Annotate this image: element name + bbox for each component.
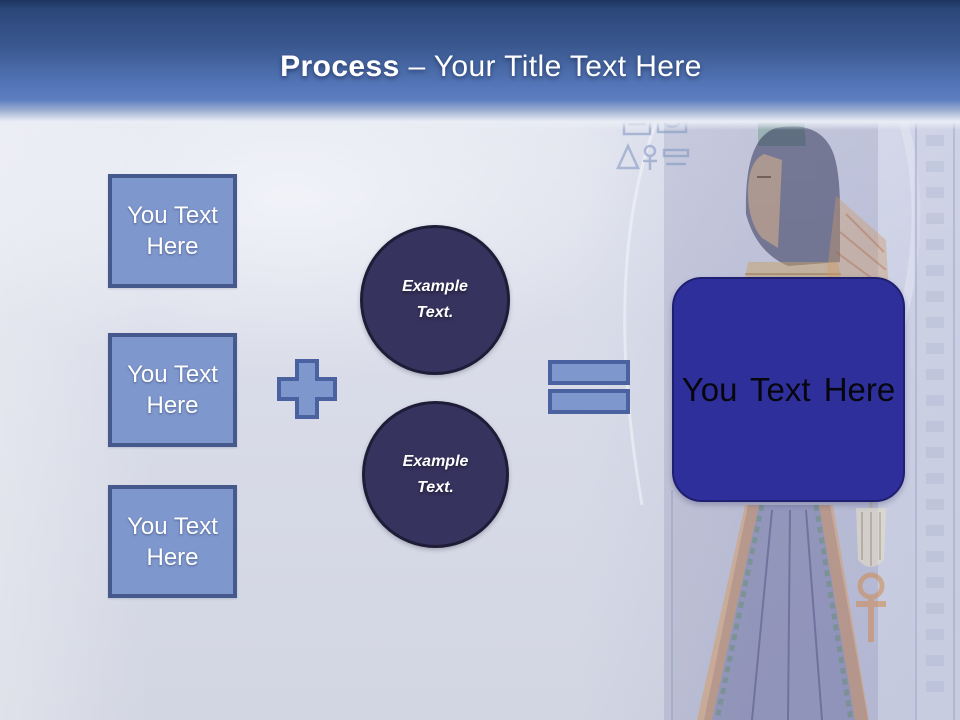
equals-icon — [548, 360, 630, 419]
process-box-3-label: You Text Here — [127, 512, 218, 571]
title-bar: Process – Your Title Text Here — [0, 0, 960, 100]
example-circle-2: Example Text. — [362, 401, 509, 548]
process-box-1-label: You Text Here — [127, 202, 218, 260]
example-circle-1-label: Example Text. — [402, 278, 468, 321]
result-box-label: You Text Here — [681, 370, 896, 408]
result-box: You Text Here — [672, 277, 905, 502]
process-box-2: You Text Here — [108, 333, 237, 447]
header-fade — [0, 100, 960, 130]
example-circle-1: Example Text. — [360, 225, 510, 375]
slide-title: Process – Your Title Text Here — [258, 50, 702, 100]
process-box-2-label: You Text Here — [127, 361, 218, 419]
process-box-1: You Text Here — [108, 174, 237, 288]
slide-title-rest: – Your Title Text Here — [408, 50, 702, 83]
plus-icon — [276, 358, 338, 425]
example-circle-2-label: Example Text. — [402, 452, 469, 496]
slide-title-keyword: Process — [280, 50, 400, 83]
process-box-3: You Text Here — [108, 485, 237, 598]
